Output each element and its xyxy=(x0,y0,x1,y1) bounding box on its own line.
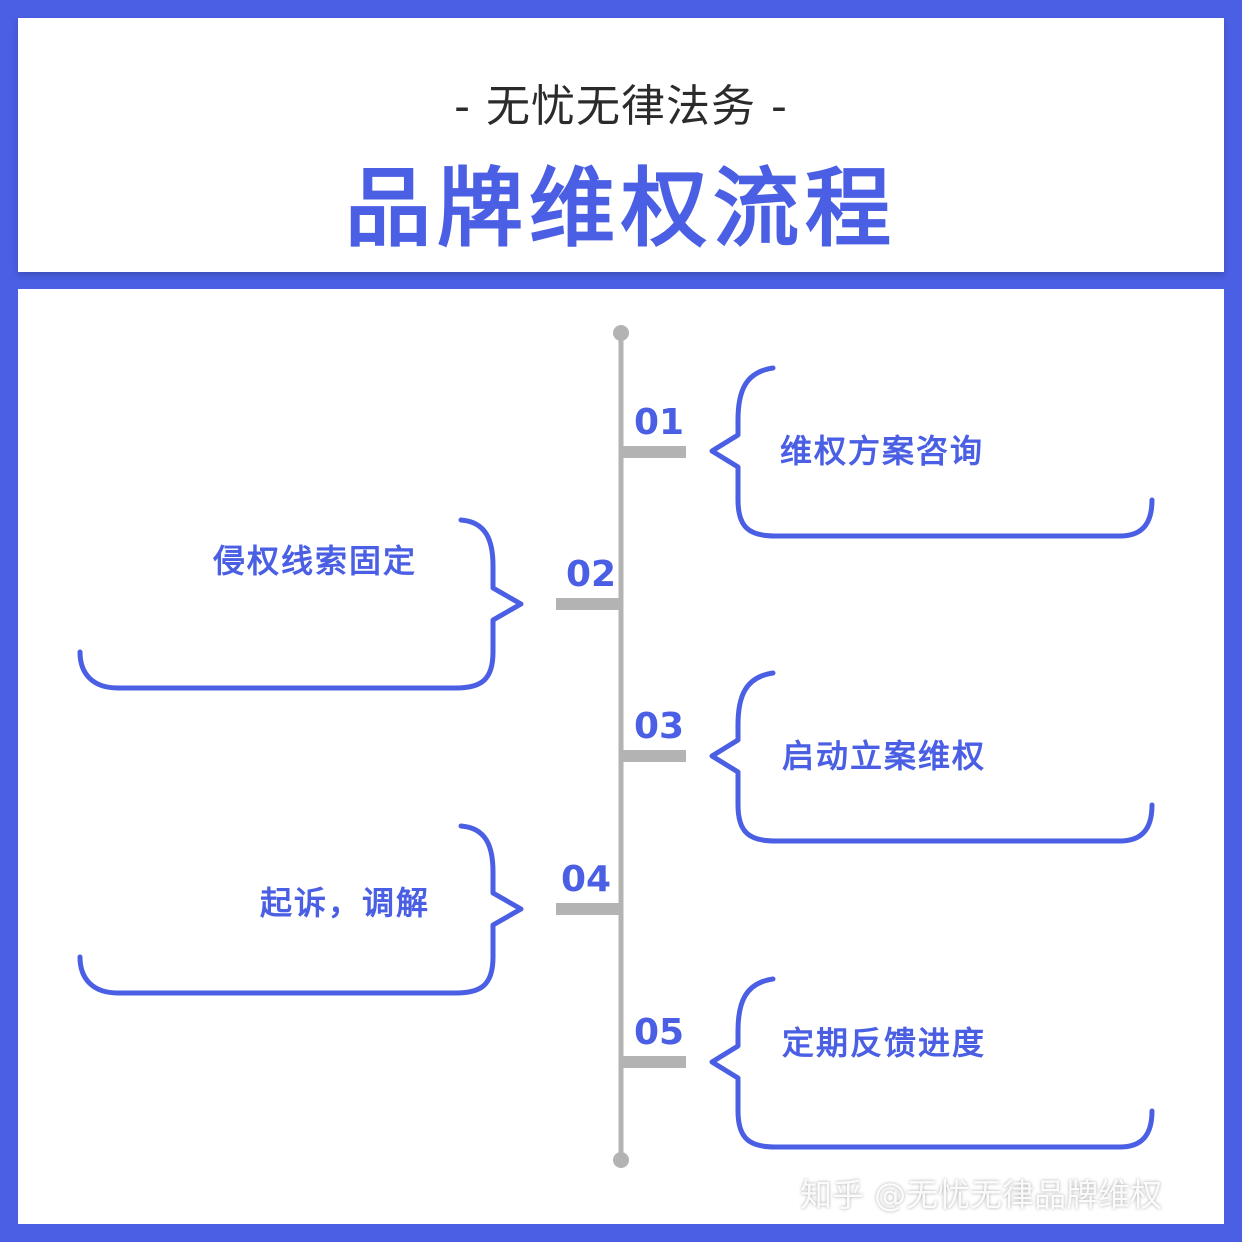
step-01-number: 01 xyxy=(634,402,685,443)
step-05-bracket xyxy=(709,976,1155,1150)
step-03-tick xyxy=(621,750,686,762)
step-04-bracket xyxy=(77,823,524,996)
step-05-tick xyxy=(621,1056,686,1068)
step-05-label: 定期反馈进度 xyxy=(782,1024,987,1062)
step-04-label: 起诉，调解 xyxy=(260,884,431,922)
timeline-start-dot xyxy=(613,325,629,341)
step-03-number: 03 xyxy=(634,706,685,747)
step-01-label: 维权方案咨询 xyxy=(780,432,985,470)
step-02-number: 02 xyxy=(566,554,617,595)
step-01-bracket xyxy=(709,365,1155,539)
step-03-bracket xyxy=(709,670,1155,844)
step-04-tick xyxy=(556,903,621,915)
watermark: 知乎 @无忧无律品牌维权 xyxy=(800,1176,1163,1214)
step-05-number: 05 xyxy=(634,1012,685,1053)
step-04-number: 04 xyxy=(561,859,612,900)
step-02-tick xyxy=(556,598,621,610)
timeline-end-dot xyxy=(613,1152,629,1168)
step-02-bracket xyxy=(77,517,524,691)
header-panel xyxy=(18,18,1224,272)
subtitle: - 无忧无律法务 - xyxy=(454,81,788,132)
step-01-tick xyxy=(621,446,686,458)
step-02-label: 侵权线索固定 xyxy=(213,542,418,580)
step-03-label: 启动立案维权 xyxy=(782,737,987,775)
page-title: 品牌维权流程 xyxy=(345,159,897,259)
